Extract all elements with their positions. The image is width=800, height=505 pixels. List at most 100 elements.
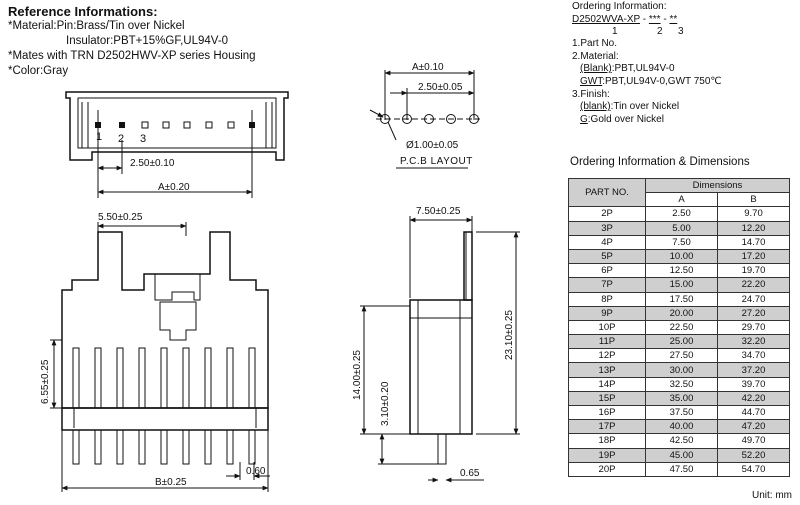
ordering-finish-blank: (blank):Tin over Nickel: [572, 101, 722, 114]
cell-part-no: 19P: [568, 447, 646, 463]
cell-dim-b: 54.70: [716, 461, 791, 477]
reference-material-insulator: Insulator:PBT+15%GF,UL94V-0: [66, 35, 229, 47]
cell-part-no: 2P: [568, 206, 646, 222]
pin-number-2: 2: [118, 133, 124, 145]
pcb-hole: [402, 114, 412, 124]
ordering-code-dash: -: [660, 13, 670, 25]
dim-side-14-00: 14.00±0.25: [352, 350, 363, 400]
pin-number-3: 3: [140, 133, 146, 145]
cell-dim-b: 37.20: [716, 362, 791, 378]
column-header-part: PART NO.: [568, 177, 646, 208]
ordering-code-numbers: 1 2 3: [572, 26, 722, 38]
ordering-material-gwt: GWT:PBT,UL94V-0,GWT 750℃: [572, 76, 722, 89]
cell-dim-a: 40.00: [645, 419, 718, 435]
cell-part-no: 13P: [568, 362, 646, 378]
dim-top-a: A±0.20: [158, 182, 190, 193]
ordering-code-main: D2502WVA-XP: [572, 13, 640, 25]
cell-dim-a: 15.00: [645, 277, 718, 293]
ordering-code: D2502WVA-XP - *** - **: [572, 14, 722, 27]
ordering-code-dash: -: [640, 13, 649, 25]
column-header-a: A: [645, 192, 718, 208]
ordering-info: Ordering Information: D2502WVA-XP - *** …: [572, 1, 722, 126]
pin-mark: [205, 121, 213, 129]
cell-part-no: 7P: [568, 277, 646, 293]
front-pin: [116, 347, 124, 465]
pin-mark: [227, 121, 235, 129]
pcb-hole: [469, 114, 479, 124]
front-view-pins: [72, 347, 256, 465]
pin-number-1: 1: [96, 131, 102, 143]
pin-mark: [162, 121, 170, 129]
pcb-hole: [380, 114, 390, 124]
dim-front-6-55: 6.55±0.25: [40, 359, 51, 404]
cell-part-no: 17P: [568, 419, 646, 435]
front-pin: [138, 347, 146, 465]
front-pin: [182, 347, 190, 465]
cell-part-no: 3P: [568, 220, 646, 236]
reference-material-pin: *Material:Pin:Brass/Tin over Nickel: [8, 20, 185, 32]
front-view: [50, 222, 270, 492]
cell-part-no: 20P: [568, 461, 646, 477]
pin-mark: [249, 122, 255, 128]
dim-pcb-hole: Ø1.00±0.05: [406, 140, 459, 151]
cell-dim-a: 5.00: [645, 220, 718, 236]
ordering-step-finish: 3.Finish:: [572, 88, 610, 100]
ordering-heading: Ordering Information:: [572, 1, 667, 12]
dim-side-23-10: 23.10±0.25: [504, 310, 515, 360]
pcb-layout-label: P.C.B LAYOUT: [400, 156, 473, 167]
reference-title: Reference Informations:: [8, 4, 158, 19]
column-header-dimensions: Dimensions: [645, 177, 790, 194]
pin-mark: [183, 121, 191, 129]
reference-color: *Color:Gray: [8, 65, 69, 77]
pcb-layout: [369, 70, 480, 169]
cell-dim-b: 42.20: [716, 390, 791, 407]
pin-mark: [141, 121, 149, 129]
ordering-code-finish: **: [669, 13, 678, 25]
pcb-hole: [424, 114, 434, 124]
pin-mark: [95, 122, 101, 128]
front-pin: [72, 347, 80, 465]
reference-mates: *Mates with TRN D2502HWV-XP series Housi…: [8, 50, 256, 62]
ordering-finish-gold-key: G: [580, 113, 588, 125]
dim-side-0-65: 0.65: [460, 468, 480, 479]
cell-dim-a: 35.00: [645, 390, 718, 407]
cell-dim-b: 47.20: [716, 419, 791, 435]
cell-dim-b: 9.70: [716, 206, 791, 222]
side-view: [360, 216, 520, 483]
cell-dim-b: 14.70: [716, 234, 791, 250]
cell-dim-a: 30.00: [645, 362, 718, 378]
ordering-num-2: 2: [657, 26, 663, 38]
cell-dim-b: 12.20: [716, 220, 791, 236]
cell-dim-b: 52.20: [716, 447, 791, 463]
front-pin: [160, 347, 168, 465]
dim-pcb-pitch: 2.50±0.05: [418, 82, 463, 93]
pcb-hole: [446, 114, 456, 124]
dim-front-0-60: 0.60: [246, 466, 266, 477]
unit-label: Unit: mm: [752, 490, 792, 501]
pin-mark: [119, 122, 125, 128]
cell-part-no: 4P: [568, 234, 646, 250]
cell-dim-b: 32.20: [716, 334, 791, 350]
ordering-material-blank-val: :PBT,UL94V-0: [611, 63, 675, 75]
ordering-step-material: 2.Material:: [572, 50, 619, 62]
front-pin: [94, 347, 102, 465]
ordering-num-1: 1: [612, 26, 618, 38]
ordering-finish-blank-key: (blank): [580, 101, 611, 113]
